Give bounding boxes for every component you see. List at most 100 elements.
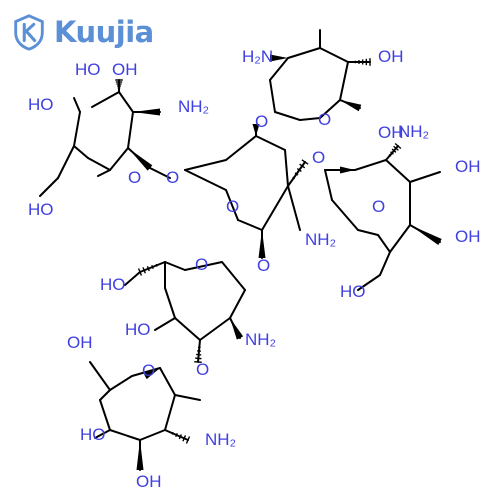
bond bbox=[91, 91, 120, 108]
wedge-bond bbox=[128, 148, 153, 171]
bond bbox=[287, 47, 321, 59]
bond bbox=[73, 97, 81, 113]
atom-label-o-3: O bbox=[255, 112, 268, 131]
bond bbox=[124, 271, 141, 286]
atom-label-ho-n: HO bbox=[340, 282, 366, 301]
atom-label-oh-i: OH bbox=[136, 472, 162, 491]
wedge-bond bbox=[270, 54, 288, 62]
bond bbox=[184, 159, 227, 171]
bond bbox=[261, 185, 289, 231]
bond bbox=[324, 169, 333, 201]
bond bbox=[357, 229, 379, 236]
wedge-bond bbox=[258, 230, 266, 258]
atom-label-nh2-e: NH₂ bbox=[245, 330, 276, 349]
bond bbox=[221, 261, 246, 291]
bond bbox=[73, 111, 81, 147]
atom-label-o-7: O bbox=[226, 197, 239, 216]
bond bbox=[118, 91, 134, 113]
bond-lines bbox=[39, 29, 441, 471]
atom-label-oh-j: OH bbox=[378, 47, 404, 66]
atom-label-o-11: O bbox=[142, 361, 155, 380]
bond bbox=[379, 251, 391, 276]
atom-label-ho-h: HO bbox=[80, 425, 106, 444]
bond bbox=[109, 147, 129, 171]
hashed-bond bbox=[178, 434, 182, 440]
bond bbox=[149, 167, 171, 179]
bond bbox=[225, 189, 239, 221]
bond bbox=[287, 185, 301, 231]
bond bbox=[154, 317, 176, 331]
bond bbox=[409, 171, 441, 183]
bond bbox=[354, 159, 387, 171]
wedge-bond bbox=[340, 166, 355, 174]
hashed-bond bbox=[388, 153, 392, 157]
hashed-bond bbox=[387, 156, 389, 159]
hashed-bond bbox=[142, 267, 146, 274]
hashed-bond bbox=[292, 176, 296, 180]
wedge-bond bbox=[340, 100, 362, 112]
atom-label-oh-g: OH bbox=[67, 333, 93, 352]
atom-label-oh-c: OH bbox=[112, 60, 138, 79]
hashed-bond bbox=[151, 264, 154, 270]
atom-label-nh2-c: NH₂ bbox=[398, 122, 429, 141]
shield-k-icon bbox=[14, 14, 44, 51]
bond bbox=[225, 135, 257, 161]
bond bbox=[377, 234, 391, 253]
bond bbox=[164, 394, 176, 431]
bond bbox=[89, 361, 111, 391]
atom-label-nh2-a: NH₂ bbox=[178, 97, 209, 116]
wedge-bond bbox=[143, 368, 160, 380]
bond bbox=[255, 135, 286, 151]
bond bbox=[159, 367, 176, 396]
atom-label-o-8: O bbox=[257, 256, 270, 275]
bond bbox=[127, 111, 134, 149]
atom-label-o-6: O bbox=[372, 197, 385, 216]
atom-label-h2n-b: H₂N bbox=[242, 47, 273, 66]
bond bbox=[174, 317, 201, 341]
bond bbox=[164, 287, 176, 319]
bond bbox=[269, 79, 276, 113]
brand-name: Kuujia bbox=[54, 14, 154, 49]
atom-label-oh-k: OH bbox=[378, 123, 404, 142]
wedge-bond bbox=[136, 440, 144, 470]
hashed-bond bbox=[294, 172, 299, 176]
bond bbox=[99, 399, 111, 431]
hashed-bond bbox=[390, 151, 394, 155]
brand-logo: Kuujia bbox=[10, 12, 154, 52]
stereo-wedges bbox=[115, 54, 442, 470]
hashed-bond bbox=[391, 148, 397, 153]
hashed-bond bbox=[301, 159, 309, 165]
bond bbox=[99, 389, 111, 401]
bond bbox=[184, 169, 227, 191]
bond bbox=[229, 289, 246, 319]
hashed-bond bbox=[155, 263, 158, 267]
bond bbox=[274, 111, 301, 121]
bond bbox=[299, 117, 321, 121]
atom-label-ho-f: HO bbox=[125, 320, 151, 339]
wedge-bond bbox=[252, 124, 260, 136]
hashed-bond bbox=[185, 436, 191, 444]
bond bbox=[131, 367, 161, 377]
hashed-bond bbox=[167, 430, 170, 433]
hashed-bond bbox=[289, 181, 292, 183]
hashed-bond bbox=[175, 432, 178, 438]
atom-label-ho-b: HO bbox=[75, 60, 101, 79]
bond bbox=[164, 261, 186, 271]
hashed-bond bbox=[194, 360, 202, 364]
bond bbox=[237, 219, 263, 231]
hashed-bond bbox=[146, 266, 150, 272]
hashed-bond bbox=[393, 145, 399, 151]
bond bbox=[109, 429, 141, 441]
bond bbox=[357, 274, 381, 291]
bond bbox=[331, 199, 359, 231]
bond bbox=[87, 157, 111, 171]
atom-label-o-4: O bbox=[318, 110, 331, 129]
bond bbox=[385, 159, 411, 183]
hashed-bond bbox=[171, 431, 174, 435]
atom-label-nh2-f: NH₂ bbox=[205, 430, 236, 449]
bond bbox=[319, 47, 349, 63]
bond bbox=[284, 149, 289, 187]
